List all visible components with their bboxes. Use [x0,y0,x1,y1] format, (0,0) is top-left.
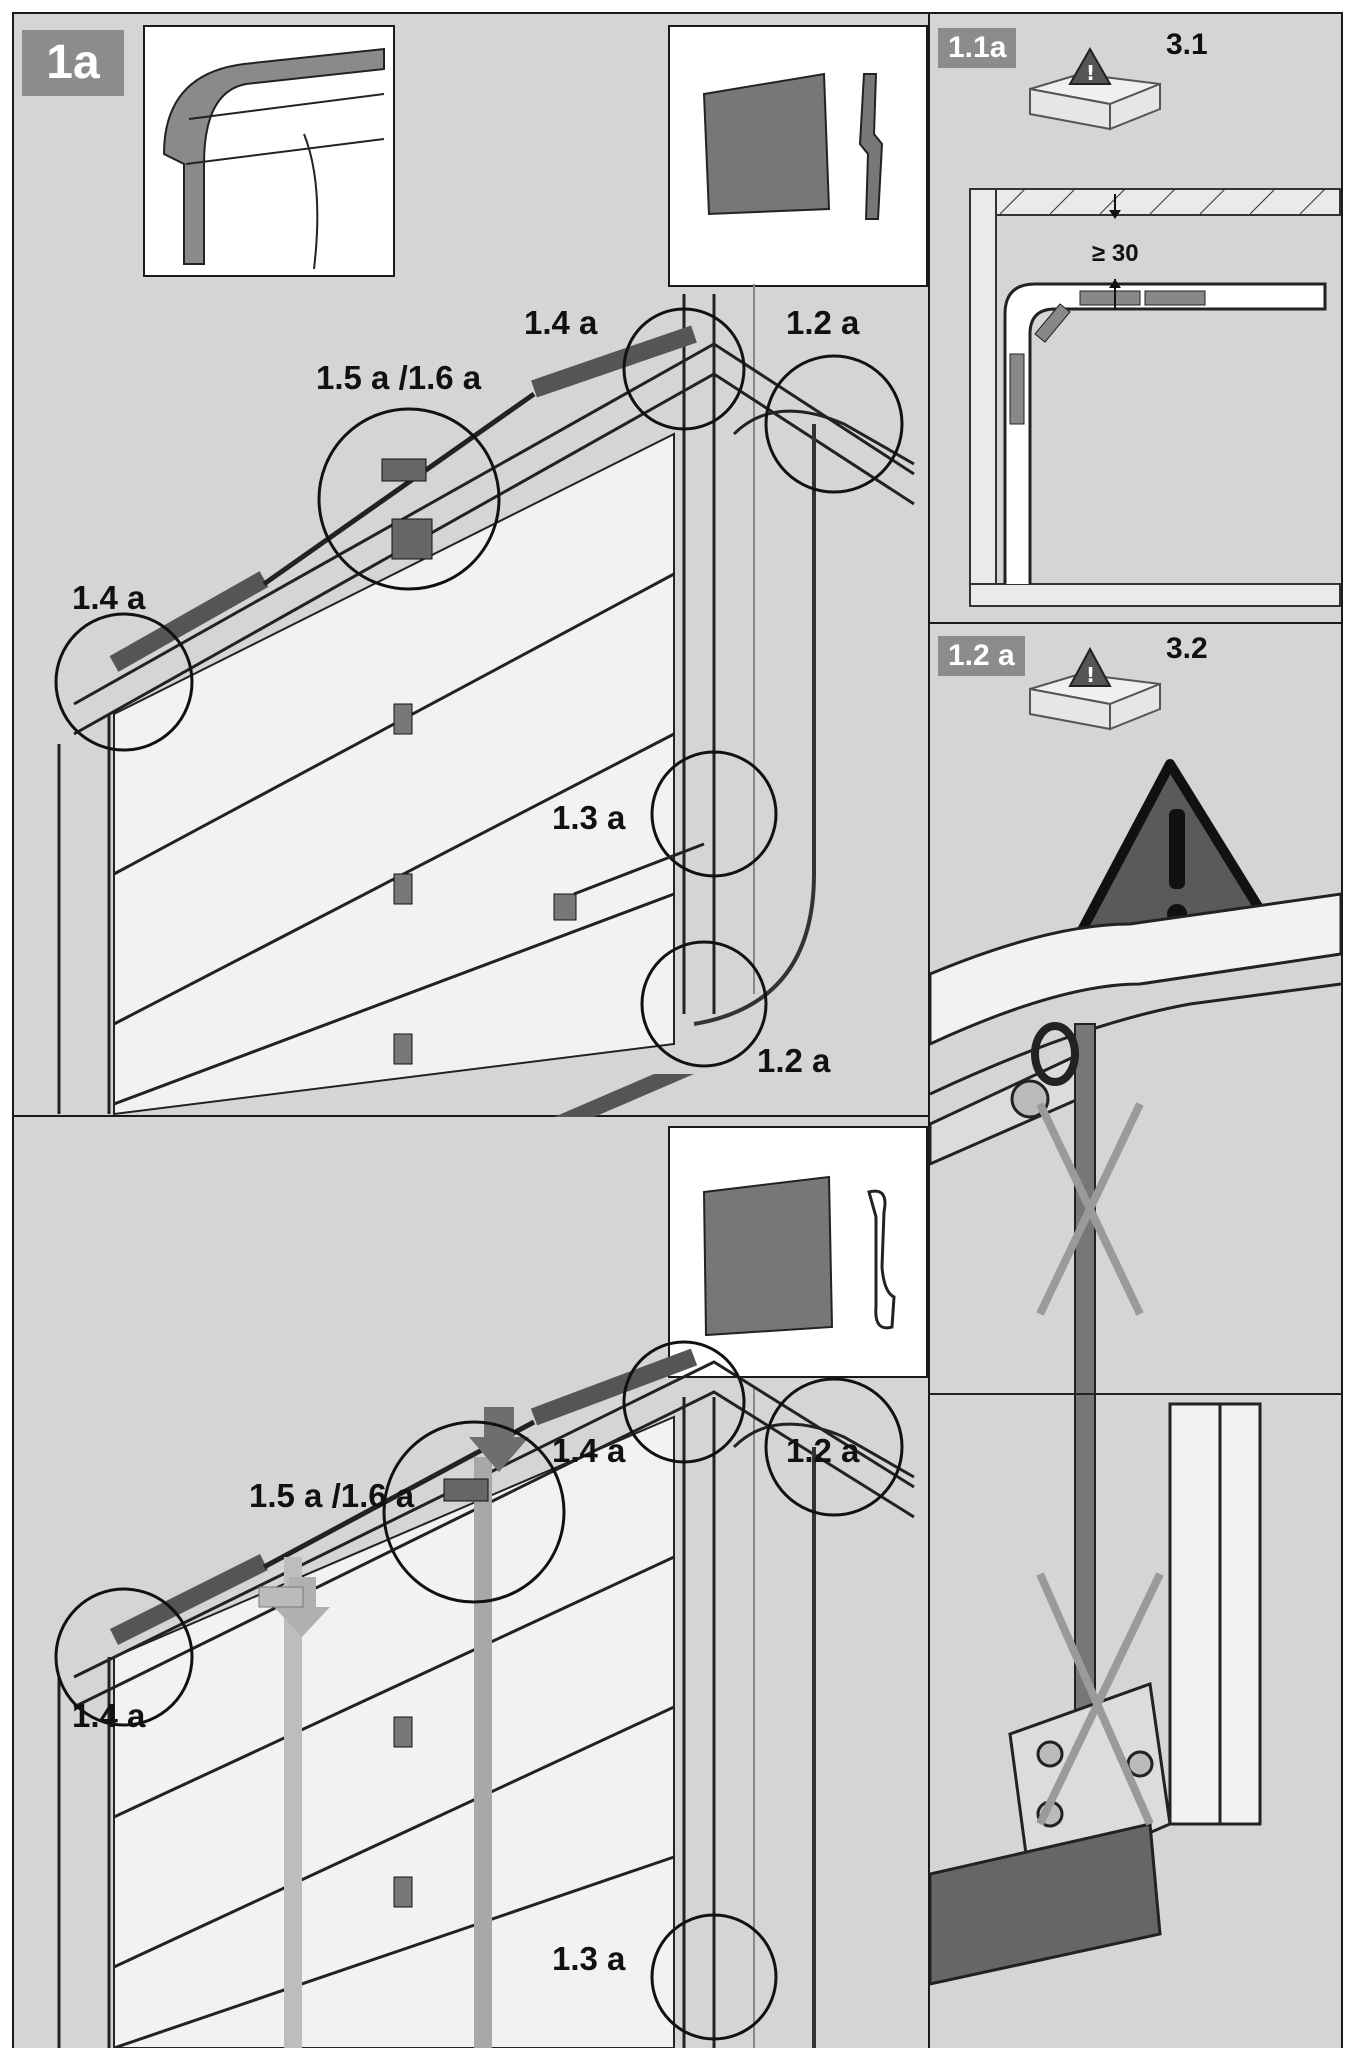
door-illustration-smooth [54,1126,928,2048]
panel-1-2a: ! 1. [930,624,1341,2048]
label-cable-bottom: 1.2 a [757,1042,831,1079]
label-cable-top: 1.2 a [786,1432,860,1469]
step-tag: 1.1a [938,28,1017,68]
label-center-bearing: 1.5 a /1.6 a [249,1477,415,1514]
step-tag: 1.2 a [938,636,1025,676]
step-tag: 1a [22,30,124,96]
clearance-dimension: ≥ 30 [1092,240,1139,267]
label-center-bearing: 1.5 a /1.6 a [316,359,482,396]
label-torsion-left: 1.4 a [72,1697,146,1734]
svg-text:!: ! [1086,663,1095,687]
panel-1a-smooth: 1.4 a 1.2 a 1.5 a /1.6 a 1.4 a 1.3 a [14,1117,930,2048]
manual-reference: 3.2 [1166,632,1208,665]
label-torsion-right: 1.4 a [524,304,598,341]
panel-1-1a: ! 1.1a 3.1 ≥ 30 [930,14,1341,624]
manual-reference: 3.1 [1166,28,1208,61]
door-illustration-ribbed [54,25,928,1117]
label-cable-top: 1.2 a [786,304,860,341]
panel-1a-ribbed: 1a 1.4 a 1.2 a 1.5 a /1.6 a 1.4 a 1.3 a … [14,14,930,1117]
label-torsion-right: 1.4 a [552,1432,626,1469]
svg-text:!: ! [1086,61,1095,85]
clearance-diagram: ! [969,46,1341,607]
label-lock-bracket: 1.3 a [552,799,626,836]
label-lock-bracket: 1.3 a [552,1940,626,1977]
label-torsion-left: 1.4 a [72,579,146,616]
instruction-page: 1a 1.4 a 1.2 a 1.5 a /1.6 a 1.4 a 1.3 a … [12,12,1343,2048]
cable-warning-diagram: ! [930,646,1341,1986]
